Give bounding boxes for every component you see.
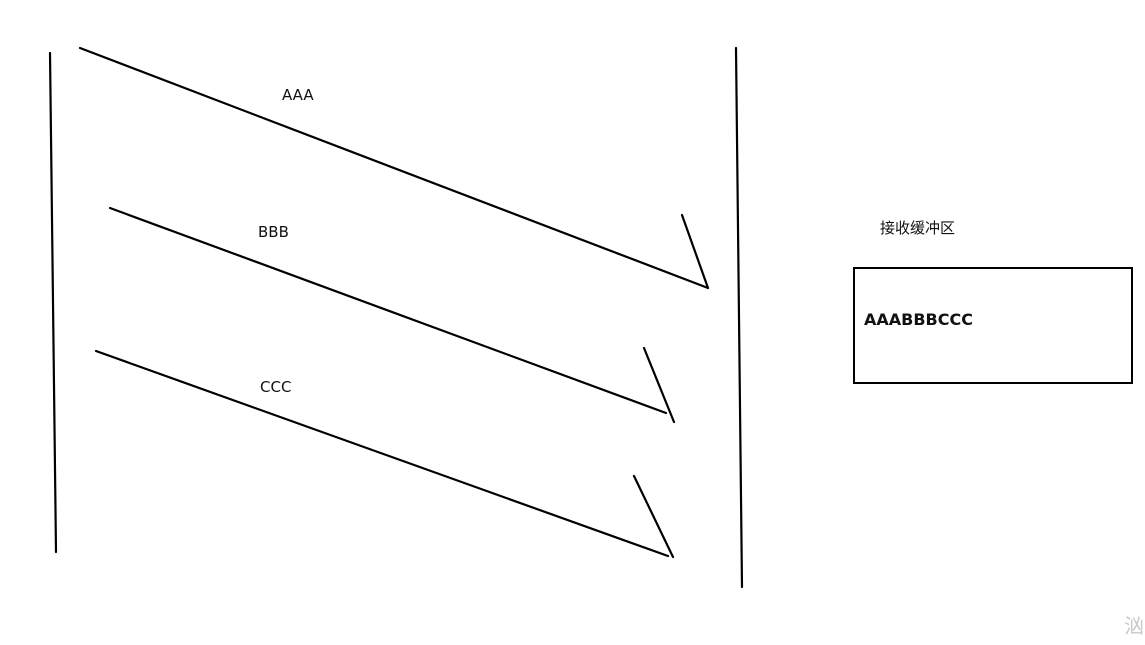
message-label-ccc: CCC xyxy=(260,378,291,396)
watermark-glyph: 汹 xyxy=(1124,614,1144,638)
sender-timeline xyxy=(48,51,58,554)
message-label-bbb: BBB xyxy=(258,223,289,241)
arrowhead-bbb xyxy=(642,346,676,424)
receiver-timeline xyxy=(734,46,744,589)
message-line-bbb xyxy=(108,206,668,415)
message-arrow-bbb: BBB xyxy=(108,206,676,424)
arrowhead-aaa xyxy=(680,213,710,290)
message-arrow-aaa: AAA xyxy=(78,46,710,290)
receive-buffer-box xyxy=(853,267,1133,384)
message-label-aaa: AAA xyxy=(282,86,314,104)
message-arrow-ccc: CCC xyxy=(94,349,675,559)
buffer-title: 接收缓冲区 xyxy=(880,219,955,237)
message-line-ccc xyxy=(94,349,670,558)
buffer-content: AAABBBCCC xyxy=(864,310,973,329)
arrowhead-ccc xyxy=(632,474,675,559)
message-line-aaa xyxy=(78,46,710,290)
